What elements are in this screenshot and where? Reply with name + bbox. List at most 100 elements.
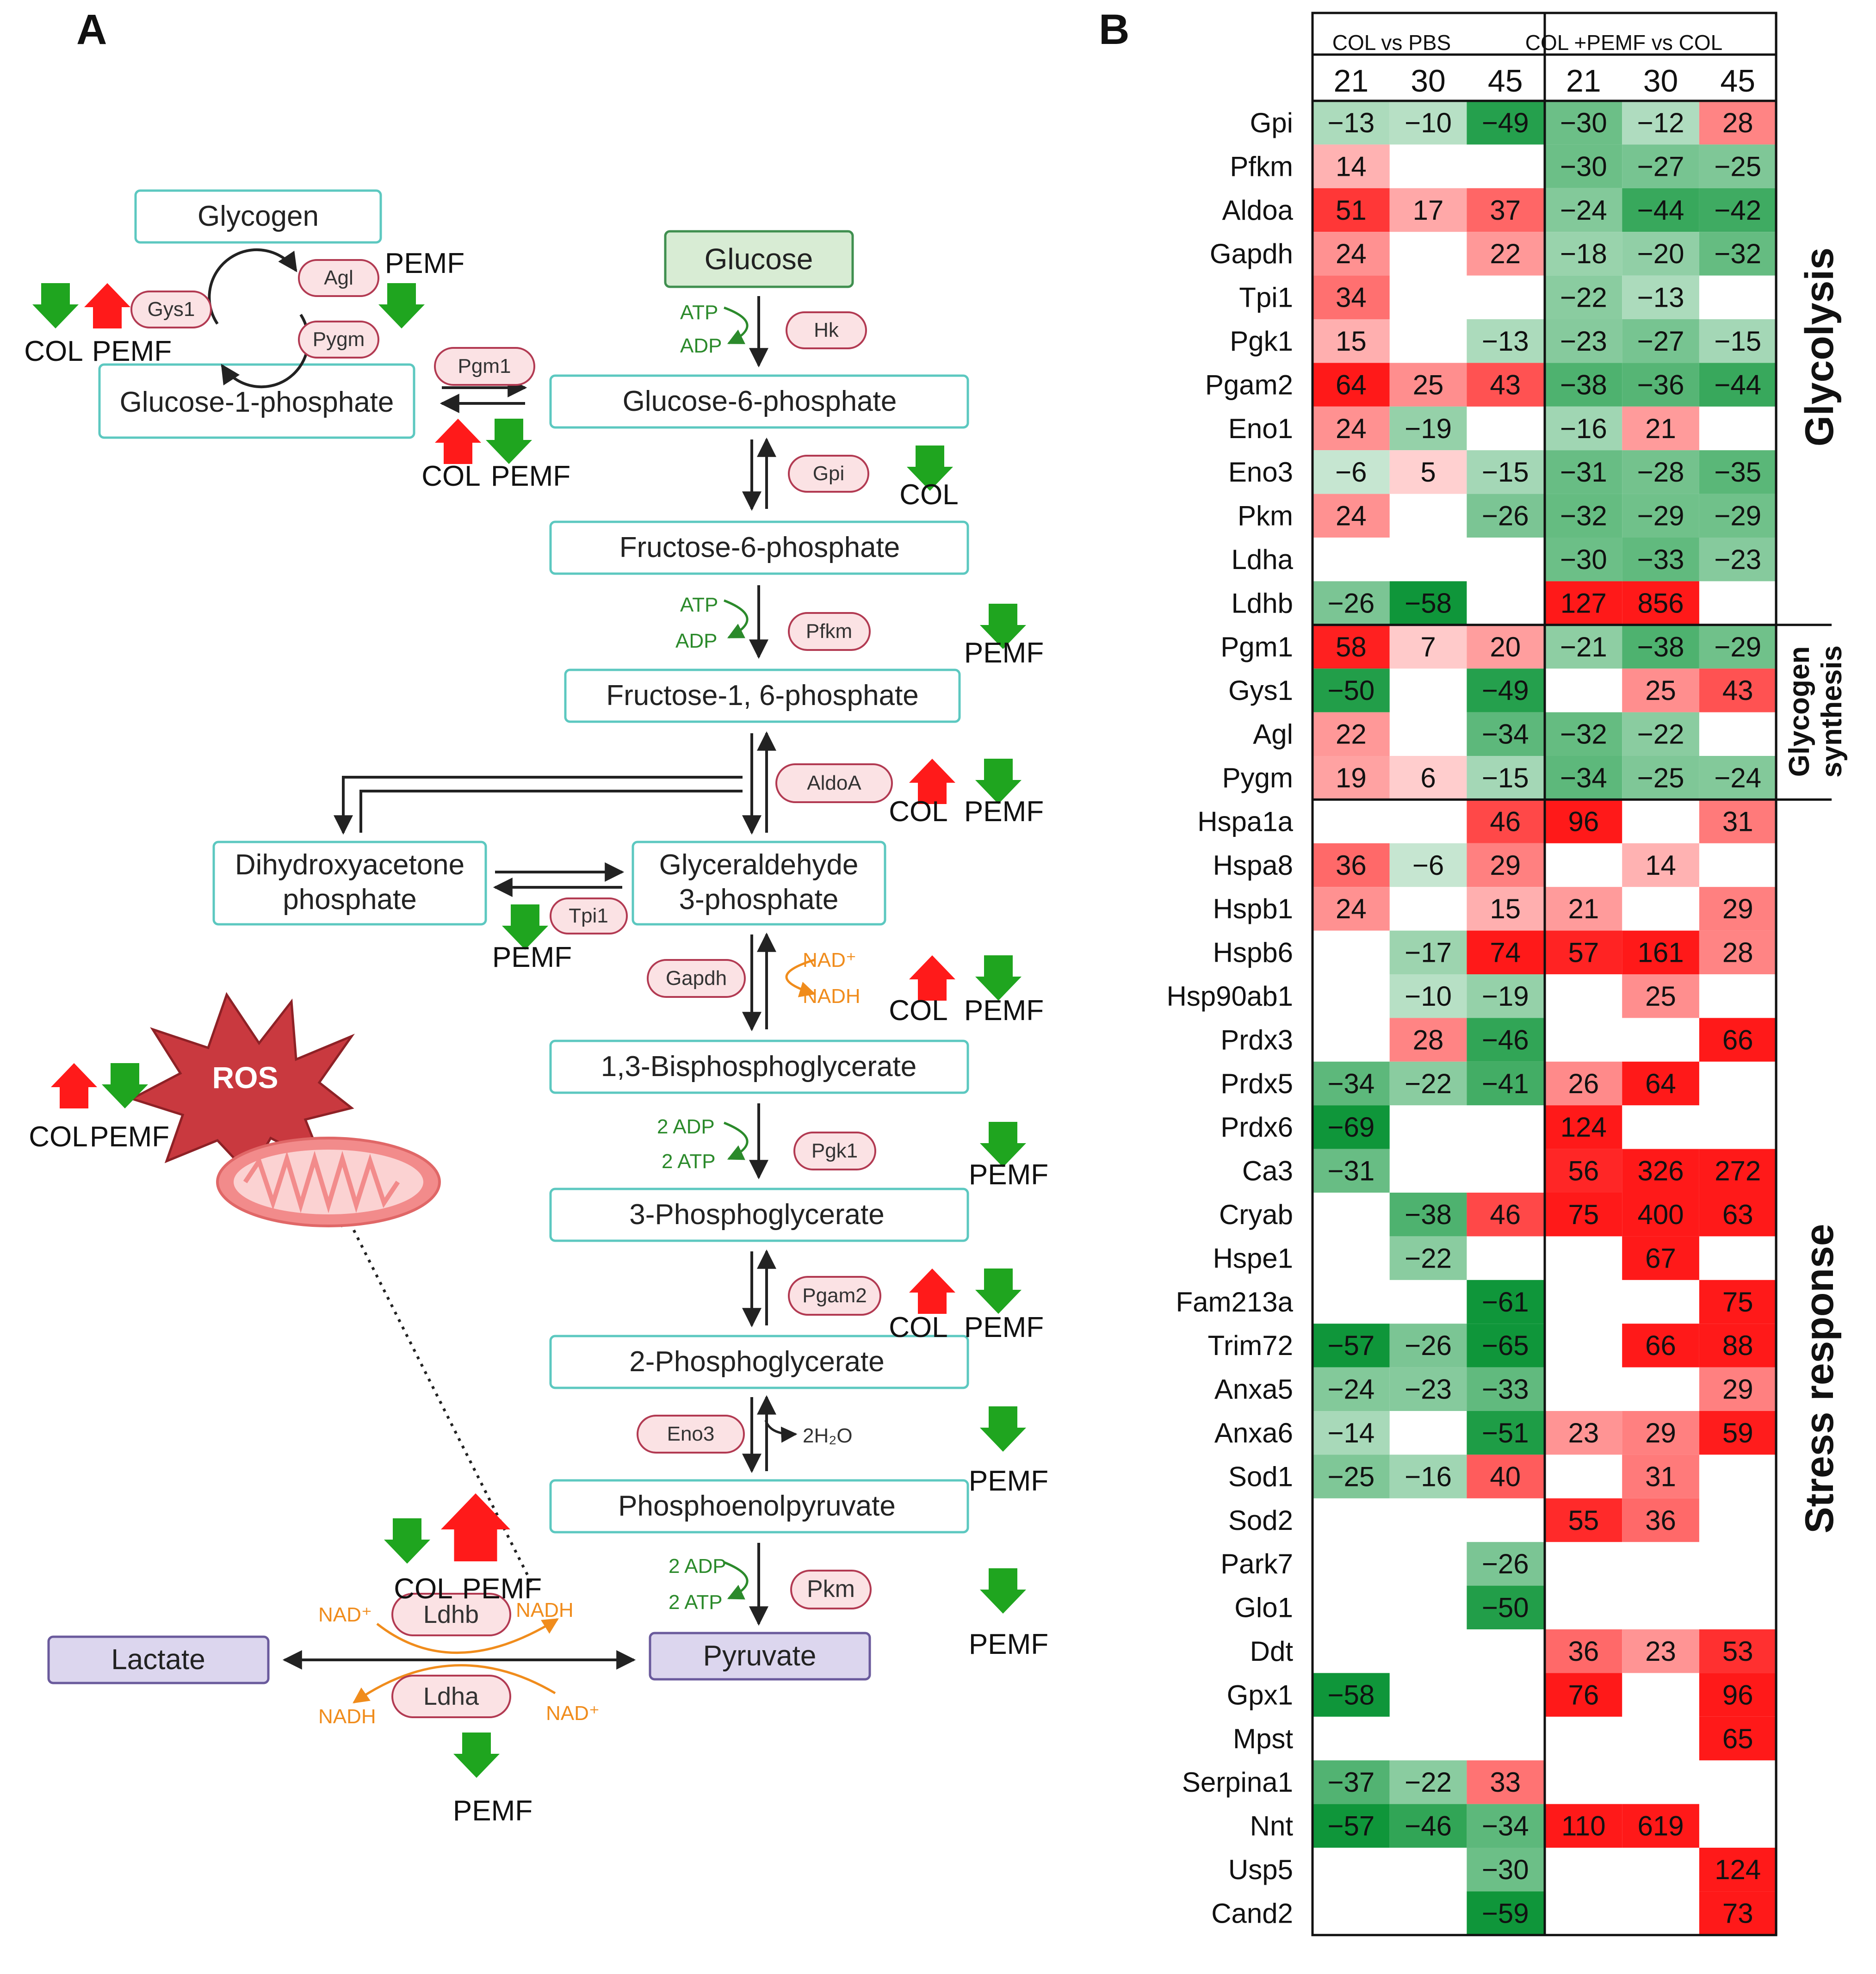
enzyme-gpi: Gpi bbox=[788, 455, 869, 493]
group-header-col-pemf-vs-col: COL +PEMF vs COL bbox=[1525, 31, 1722, 55]
heatmap-cell bbox=[1622, 101, 1699, 145]
cell-value: −42 bbox=[1714, 195, 1761, 226]
cell-value: −30 bbox=[1560, 151, 1607, 182]
cell-value: 856 bbox=[1637, 588, 1684, 619]
heatmap-cell bbox=[1545, 363, 1622, 407]
cell-value: 25 bbox=[1645, 675, 1676, 706]
pemf-label: PEMF bbox=[964, 637, 1044, 669]
heatmap-cell bbox=[1622, 1454, 1699, 1498]
gene-label: Sod1 bbox=[1228, 1461, 1293, 1492]
cell-value: 56 bbox=[1568, 1156, 1599, 1187]
heatmap-cell bbox=[1313, 1324, 1390, 1368]
cell-value: 88 bbox=[1722, 1330, 1753, 1361]
pemf-label: PEMF bbox=[92, 335, 172, 367]
heatmap-cell bbox=[1389, 1236, 1467, 1280]
svg-text:Hk: Hk bbox=[814, 319, 839, 341]
heatmap-cell bbox=[1389, 101, 1467, 145]
heatmap-cell bbox=[1313, 319, 1390, 363]
col-label: COL bbox=[889, 1312, 947, 1343]
cell-value: 28 bbox=[1722, 937, 1753, 968]
heatmap-cell bbox=[1622, 1804, 1699, 1848]
heatmap-cell bbox=[1699, 756, 1777, 800]
cell-value: 31 bbox=[1645, 1461, 1676, 1492]
cell-value: 34 bbox=[1336, 282, 1367, 313]
heatmap-cell bbox=[1467, 668, 1544, 712]
heatmap-cell bbox=[1313, 494, 1390, 538]
heatmap-cell bbox=[1545, 494, 1622, 538]
col-label: COL bbox=[889, 995, 947, 1027]
gene-label: Prdx6 bbox=[1220, 1112, 1293, 1143]
pemf-label: PEMF bbox=[492, 941, 572, 973]
heatmap-cell bbox=[1699, 1716, 1777, 1761]
svg-text:Glyceraldehyde: Glyceraldehyde bbox=[659, 849, 859, 881]
heatmap-cell bbox=[1545, 144, 1622, 188]
cell-value: −34 bbox=[1482, 1811, 1529, 1842]
cell-value: 64 bbox=[1645, 1068, 1676, 1099]
heatmap-cell bbox=[1313, 712, 1390, 756]
enzyme-aldoa: AldoA bbox=[775, 763, 893, 803]
heatmap-cell bbox=[1467, 1804, 1544, 1848]
cell-value: −22 bbox=[1405, 1068, 1452, 1099]
heatmap-cell bbox=[1467, 756, 1544, 800]
heatmap-cell bbox=[1699, 1891, 1777, 1935]
gene-label: Sod2 bbox=[1228, 1505, 1293, 1536]
svg-text:Agl: Agl bbox=[324, 266, 353, 289]
down-arrow-icon bbox=[102, 1063, 148, 1108]
pemf-label: PEMF bbox=[964, 796, 1044, 828]
heatmap-cell bbox=[1313, 232, 1390, 276]
heatmap-cell bbox=[1389, 581, 1467, 625]
cell-value: −13 bbox=[1482, 326, 1529, 357]
cell-value: 33 bbox=[1490, 1767, 1521, 1798]
pemf-label: PEMF bbox=[90, 1121, 169, 1153]
pemf-label: PEMF bbox=[491, 460, 570, 492]
cell-value: 24 bbox=[1336, 413, 1367, 444]
cell-value: −57 bbox=[1327, 1811, 1374, 1842]
cell-value: 23 bbox=[1645, 1636, 1676, 1667]
heatmap-cell bbox=[1467, 1324, 1544, 1368]
cell-value: 28 bbox=[1722, 107, 1753, 138]
gene-label: Pkm bbox=[1238, 501, 1293, 532]
cell-value: −35 bbox=[1714, 457, 1761, 488]
heatmap-cell bbox=[1545, 756, 1622, 800]
svg-text:AldoA: AldoA bbox=[807, 772, 861, 794]
heatmap-cell bbox=[1545, 188, 1622, 232]
heatmap-cell bbox=[1467, 712, 1544, 756]
heatmap-cell bbox=[1545, 887, 1622, 931]
cell-value: 46 bbox=[1490, 1199, 1521, 1230]
cell-value: −23 bbox=[1714, 544, 1761, 575]
up-arrow-icon bbox=[909, 955, 955, 1001]
cell-value: −31 bbox=[1327, 1156, 1374, 1187]
enzyme-pgm1: Pgm1 bbox=[434, 347, 535, 386]
cell-value: −38 bbox=[1405, 1199, 1452, 1230]
cell-value: −31 bbox=[1560, 457, 1607, 488]
cell-value: 24 bbox=[1336, 893, 1367, 924]
cell-value: −26 bbox=[1327, 588, 1374, 619]
pemf-label: PEMF bbox=[964, 1312, 1044, 1343]
heatmap-cell bbox=[1699, 494, 1777, 538]
enzyme-eno3: Eno3 bbox=[637, 1415, 745, 1454]
heatmap-cell bbox=[1467, 188, 1544, 232]
gene-label: Prdx5 bbox=[1220, 1068, 1293, 1099]
cell-value: −46 bbox=[1482, 1024, 1529, 1055]
enzyme-tpi1: Tpi1 bbox=[550, 897, 628, 934]
section-label-stress-response: Stress response bbox=[1797, 1224, 1842, 1533]
cell-value: 124 bbox=[1560, 1112, 1607, 1143]
down-arrow-icon bbox=[453, 1733, 500, 1778]
cell-value: 29 bbox=[1645, 1417, 1676, 1448]
cell-value: −21 bbox=[1560, 631, 1607, 662]
cell-value: −30 bbox=[1560, 107, 1607, 138]
gene-label: Pgm1 bbox=[1220, 631, 1293, 662]
heatmap-cell bbox=[1622, 1324, 1699, 1368]
heatmap-cell bbox=[1545, 1804, 1622, 1848]
cell-value: 36 bbox=[1645, 1505, 1676, 1536]
heatmap-cell bbox=[1389, 1454, 1467, 1498]
svg-text:1,3-Bisphosphoglycerate: 1,3-Bisphosphoglycerate bbox=[601, 1051, 916, 1083]
gene-label: Gys1 bbox=[1228, 675, 1293, 706]
metabolite-fructose-6-phosphate: Fructose-6-phosphate bbox=[549, 520, 969, 575]
heatmap-cell bbox=[1622, 1193, 1699, 1237]
cell-value: 55 bbox=[1568, 1505, 1599, 1536]
heatmap-cell bbox=[1313, 756, 1390, 800]
cell-value: 75 bbox=[1568, 1199, 1599, 1230]
svg-text:Phosphoenolpyruvate: Phosphoenolpyruvate bbox=[618, 1490, 896, 1522]
